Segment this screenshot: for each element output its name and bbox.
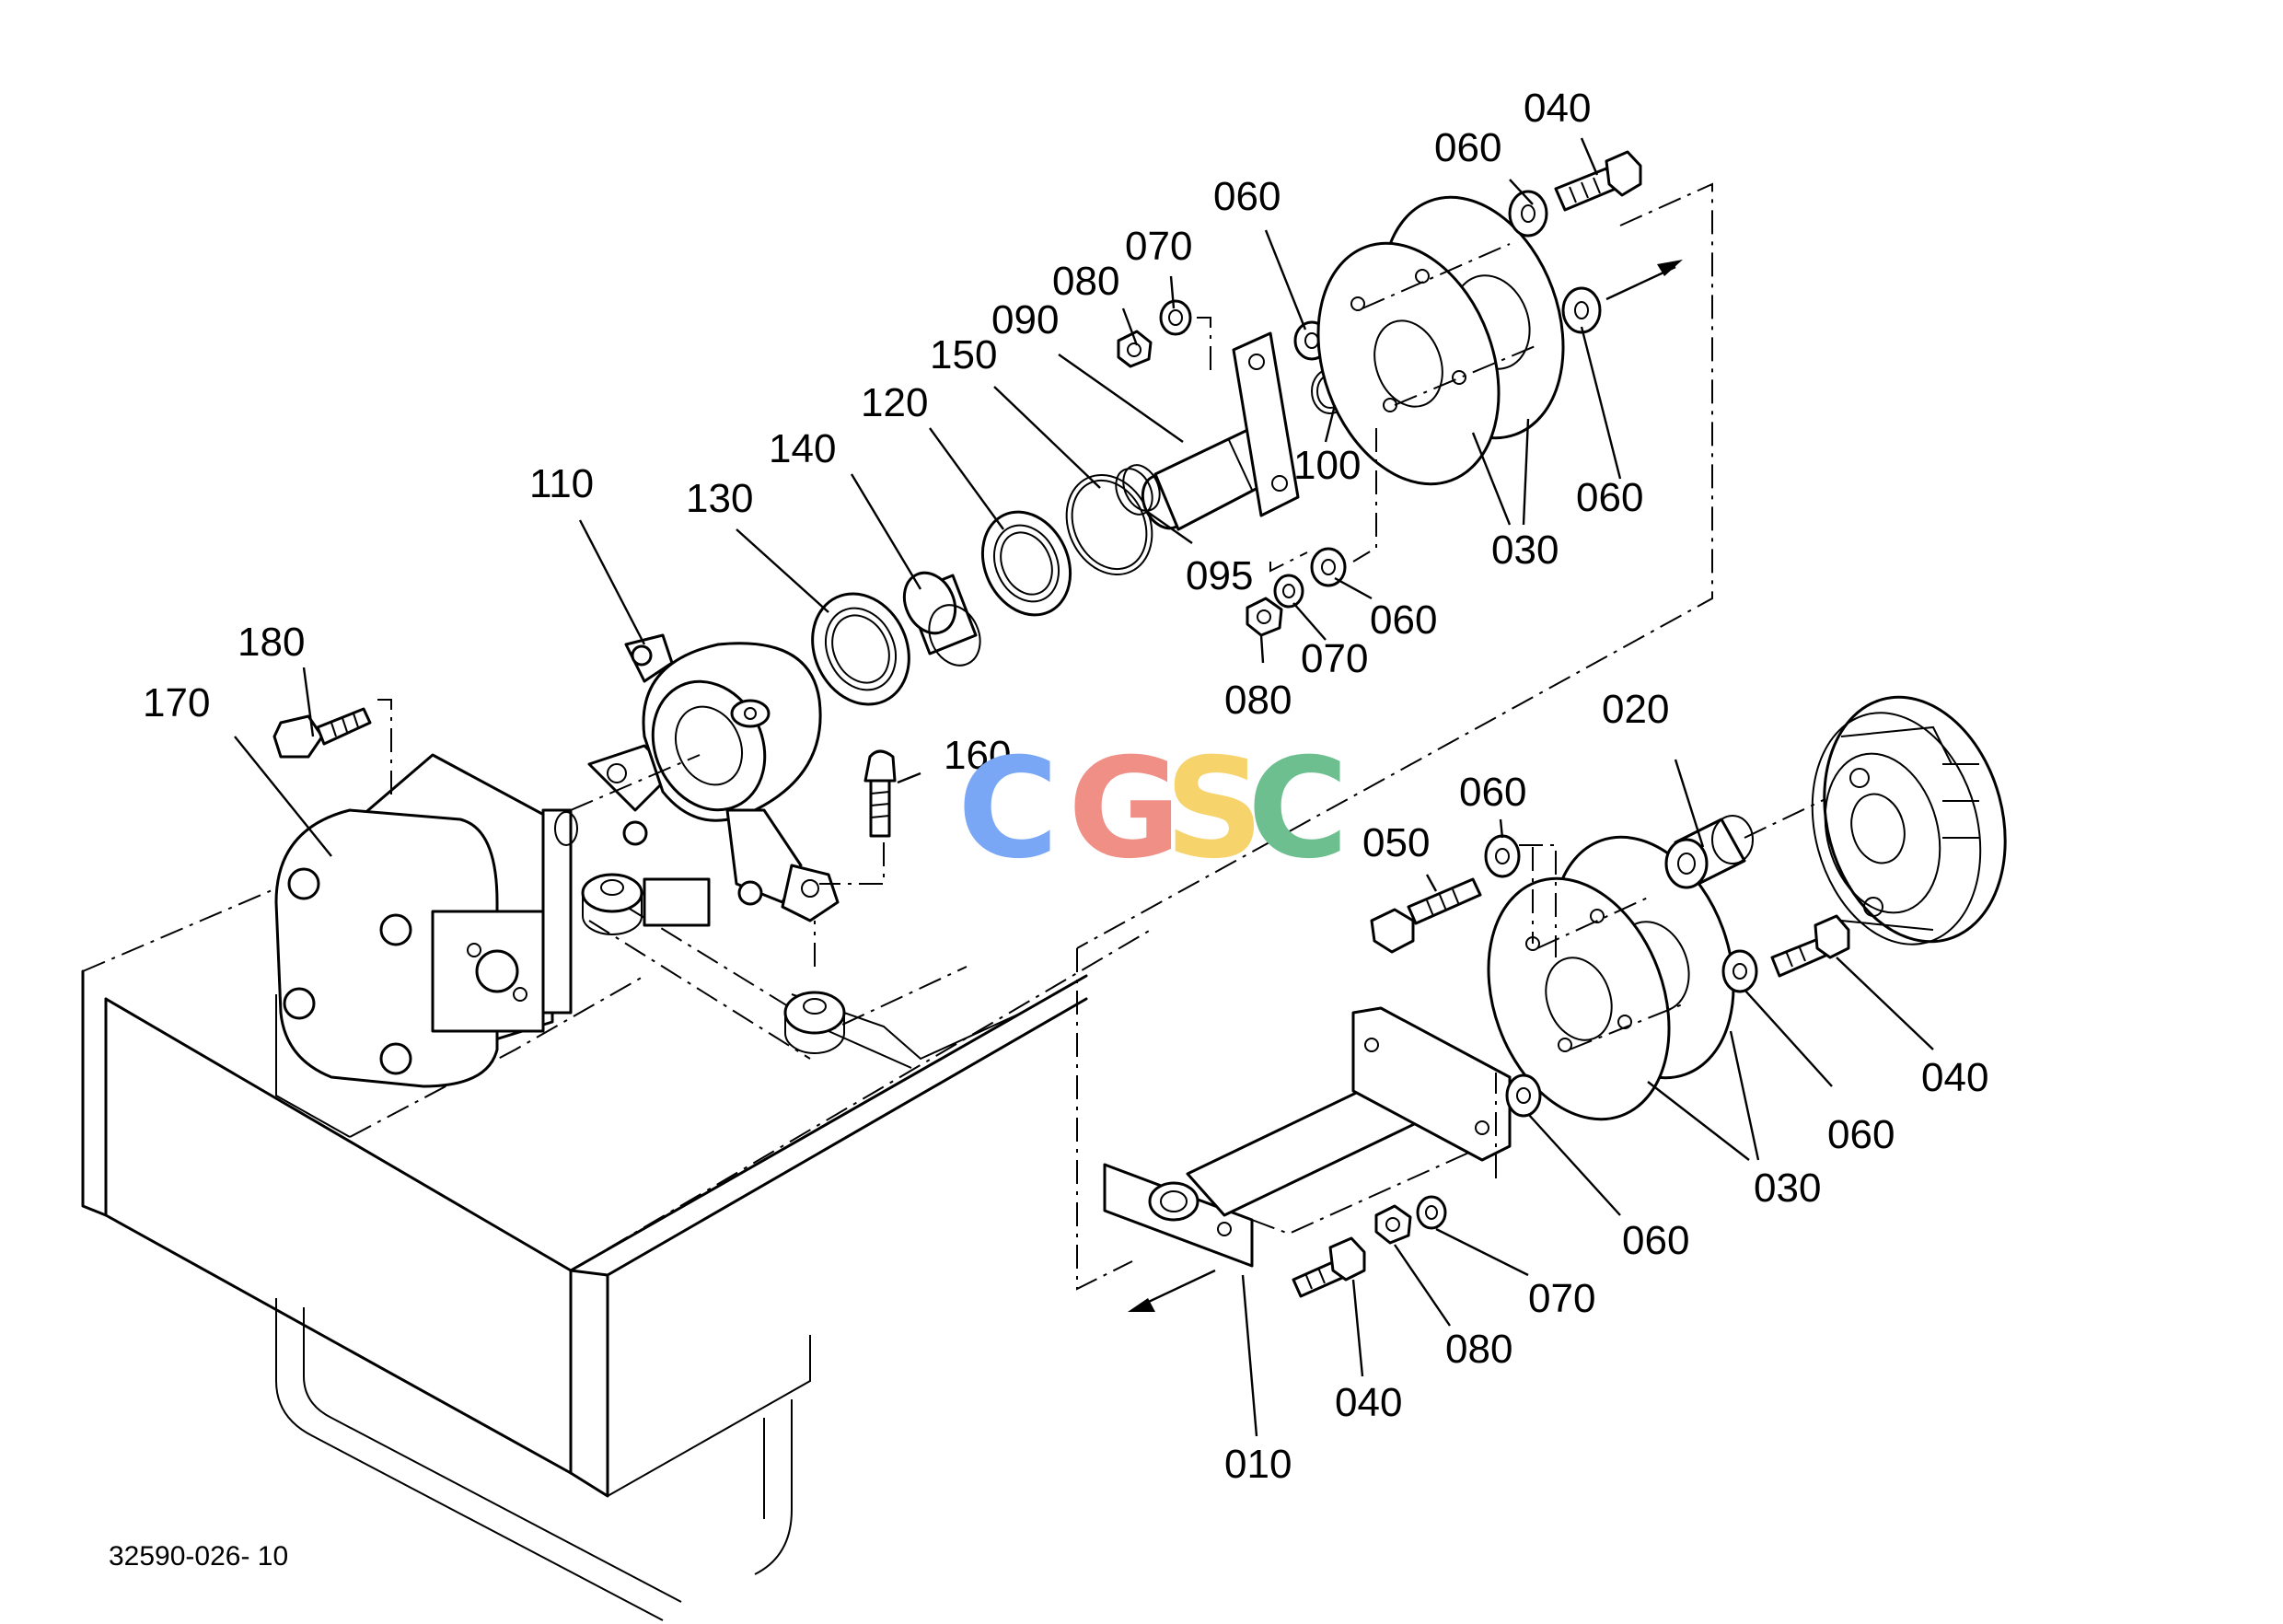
washer-060-f (1505, 1073, 1542, 1118)
washer-060-e (1721, 949, 1758, 993)
arrowhead-top (1657, 260, 1683, 276)
label-110: 110 (529, 461, 594, 506)
bolt-040-bottom (1292, 1236, 1366, 1298)
label-060-c: 060 (1370, 597, 1437, 643)
label-160: 160 (944, 733, 1011, 778)
lock-washer-070-bottom (1416, 1195, 1447, 1230)
bearing-housing-110 (570, 633, 840, 922)
bolt-160 (819, 749, 897, 885)
frame-body (81, 855, 1152, 1621)
assembly-boundary-upper (1076, 182, 1713, 949)
lock-washer-070-top (1159, 299, 1192, 336)
spacer-020 (1664, 786, 1851, 889)
nut-080-mid (1246, 597, 1283, 637)
watermark-letter-4: C (1247, 729, 1349, 889)
label-080-top: 080 (1052, 259, 1119, 304)
label-180: 180 (238, 620, 305, 665)
label-060-e: 060 (1827, 1112, 1895, 1157)
label-020: 020 (1602, 687, 1669, 732)
bearing-130 (811, 592, 910, 706)
arrowhead-bottom (1128, 1298, 1155, 1312)
label-060-f: 060 (1622, 1218, 1689, 1263)
label-090: 090 (991, 297, 1059, 342)
label-070-bottom: 070 (1528, 1276, 1595, 1321)
label-060-d: 060 (1459, 770, 1526, 815)
leader-lines (234, 137, 1934, 1437)
flex-disc-030-lower (1487, 835, 1735, 1178)
label-040-top: 040 (1524, 86, 1591, 131)
washer-060-top (1508, 190, 1548, 238)
label-140: 140 (769, 426, 836, 471)
label-030-bottom: 030 (1754, 1166, 1821, 1211)
drive-shaft-010 (1103, 1006, 1512, 1268)
label-060-a: 060 (1213, 174, 1281, 219)
washer-060-c (1310, 547, 1347, 587)
direction-arrow-bottom (1136, 1269, 1216, 1309)
label-100: 100 (1293, 443, 1361, 488)
collar-140 (902, 571, 981, 667)
washer-060-d (1484, 834, 1521, 878)
nut-080-bottom (1374, 1204, 1412, 1245)
label-120: 120 (861, 380, 928, 425)
hydraulic-pump-170 (274, 753, 578, 1088)
bearing-120 (980, 510, 1072, 617)
label-170: 170 (143, 680, 210, 725)
label-050: 050 (1362, 820, 1430, 865)
label-030-top: 030 (1491, 528, 1559, 573)
label-080-mid: 080 (1224, 678, 1292, 723)
watermark-letter-3: S (1165, 729, 1264, 889)
label-060-top: 060 (1434, 125, 1501, 170)
label-080-bottom: 080 (1445, 1327, 1512, 1372)
label-070-top: 070 (1125, 224, 1192, 269)
watermark-letter-1: C (957, 729, 1059, 889)
label-060-b: 060 (1576, 475, 1643, 520)
bolt-180 (272, 699, 392, 801)
label-040-bottom: 040 (1335, 1380, 1402, 1425)
watermark-letter-2: G (1068, 729, 1181, 889)
part-number-labels: 180 170 110 130 140 120 150 090 080 070 … (143, 86, 1988, 1487)
label-010: 010 (1224, 1442, 1292, 1487)
lock-washer-070-mid (1273, 574, 1304, 609)
label-040-right: 040 (1921, 1055, 1988, 1100)
label-150: 150 (930, 332, 997, 377)
label-095: 095 (1186, 553, 1253, 598)
figure-number: 32590-026- 10 (109, 1541, 288, 1572)
coupling-hub (1811, 695, 2007, 945)
label-130: 130 (686, 476, 753, 521)
bolt-050 (1370, 877, 1482, 954)
bolt-040-right (1770, 914, 1850, 978)
flex-disc-030-upper (1316, 195, 1565, 563)
watermark-logo: C G S C (957, 729, 1349, 889)
bolt-040-top (1554, 150, 1642, 212)
assembly-boundary-lower (1076, 948, 1133, 1291)
nut-080-top (1117, 330, 1153, 368)
label-070-mid: 070 (1301, 636, 1368, 681)
washer-060-b (1561, 286, 1602, 334)
